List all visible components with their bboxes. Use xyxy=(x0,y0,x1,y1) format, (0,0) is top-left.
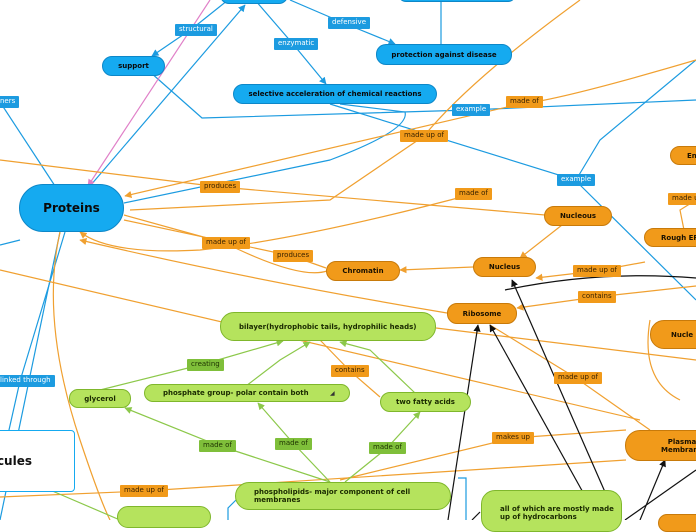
label-made-of-2: made of xyxy=(455,188,492,200)
node-selective-acceleration[interactable]: selective acceleration of chemical react… xyxy=(233,84,437,104)
node-protection[interactable]: protection against disease xyxy=(376,44,512,65)
node-bilayer[interactable]: bilayer(hydrophobic tails, hydrophilic h… xyxy=(220,312,436,341)
label-made-up-of-1: made up of xyxy=(400,130,448,142)
node-molecules-partial[interactable]: cules xyxy=(0,430,75,492)
edge-nucleous-nucleus xyxy=(519,224,563,259)
label-creating: creating xyxy=(187,359,224,371)
label-enzymatic: enzymatic xyxy=(274,38,319,50)
label-makes-up: makes up xyxy=(492,432,534,444)
node-ribosome[interactable]: Ribosome xyxy=(447,303,517,324)
label-contains-1: contains xyxy=(578,291,616,303)
label-produces-2: produces xyxy=(273,250,314,262)
top-node-partial-2[interactable] xyxy=(220,0,288,4)
node-hydrocarbons[interactable]: all of which are mostly made up of hydro… xyxy=(481,490,622,532)
label-made-of-4: made of xyxy=(275,438,312,450)
bracket xyxy=(458,477,467,520)
edge-green-left xyxy=(49,489,121,520)
label-made-up-of-5: made up of xyxy=(120,485,168,497)
node-endoplasmic-partial[interactable]: En xyxy=(670,146,696,165)
edge-left-curve xyxy=(52,231,111,520)
edge-black-7 xyxy=(471,511,481,520)
label-ners-partial: ners xyxy=(0,96,20,108)
edge-proteins-up xyxy=(89,4,246,187)
node-phospholipids[interactable]: phospholipids- major component of cell m… xyxy=(235,482,451,510)
node-nuclear-partial[interactable]: Nucle xyxy=(650,320,696,349)
edge-madeof-top xyxy=(124,59,696,199)
label-structural: structural xyxy=(175,24,217,36)
top-node-partial-3[interactable] xyxy=(398,0,516,2)
edge-black-6 xyxy=(624,469,696,520)
node-support[interactable]: support xyxy=(102,56,165,76)
label-contains-2: contains xyxy=(331,365,369,377)
label-made-of-1: made of xyxy=(506,96,543,108)
label-produces-1: produces xyxy=(200,181,241,193)
node-bottom-green-partial[interactable] xyxy=(117,506,211,528)
node-bottom-right-partial[interactable] xyxy=(658,514,696,532)
label-made-up-partial: made up xyxy=(668,193,696,205)
node-phosphate-group[interactable]: phosphate group- polar contain both xyxy=(144,384,350,402)
edge-phos-bilayer xyxy=(245,341,311,387)
edge-fatty-bilayer xyxy=(339,340,416,394)
label-example-1: example xyxy=(452,104,491,116)
label-made-of-5: made of xyxy=(369,442,406,454)
edge-black-1 xyxy=(447,324,481,520)
label-linked-through: linked through xyxy=(0,375,55,387)
label-made-of-3: made of xyxy=(199,440,236,452)
node-plasma-membrane[interactable]: Plasma Membrane xyxy=(625,430,696,461)
edge-black-3 xyxy=(489,324,591,506)
node-glycerol[interactable]: glycerol xyxy=(69,389,131,408)
edge-nuclear-loop xyxy=(647,319,681,401)
node-rough-er[interactable]: Rough ER xyxy=(644,228,696,247)
node-chromatin[interactable]: Chromatin xyxy=(326,261,400,281)
bracket-left xyxy=(227,499,237,520)
edge-proteins-right xyxy=(123,103,406,204)
edge-black-2 xyxy=(511,279,606,493)
node-nucleus[interactable]: Nucleus xyxy=(473,257,536,277)
edge-example2 xyxy=(575,59,696,181)
connection-lines xyxy=(0,0,696,520)
edge-chromatin-nucleus xyxy=(399,266,474,274)
edge-ners xyxy=(0,101,56,187)
label-made-up-of-3: made up of xyxy=(573,265,621,277)
edge-bottom-right xyxy=(435,327,696,361)
edge-support-example xyxy=(149,71,696,119)
edge-black-4 xyxy=(504,275,696,291)
label-example-2: example xyxy=(557,174,596,186)
chevron-down-icon: ◢ xyxy=(330,390,335,397)
label-made-up-of-4: made up of xyxy=(554,372,602,384)
node-nucleous[interactable]: Nucleous xyxy=(544,206,612,226)
node-proteins[interactable]: Proteins xyxy=(19,184,124,232)
label-made-up-of-2: made up of xyxy=(202,237,250,249)
node-two-fatty-acids[interactable]: two fatty acids xyxy=(380,392,471,412)
edge-black-5 xyxy=(639,459,666,520)
edge-ribo-left xyxy=(79,237,448,314)
edge-makesup xyxy=(339,429,627,481)
label-defensive: defensive xyxy=(328,17,370,29)
edge-left-in xyxy=(0,239,21,246)
